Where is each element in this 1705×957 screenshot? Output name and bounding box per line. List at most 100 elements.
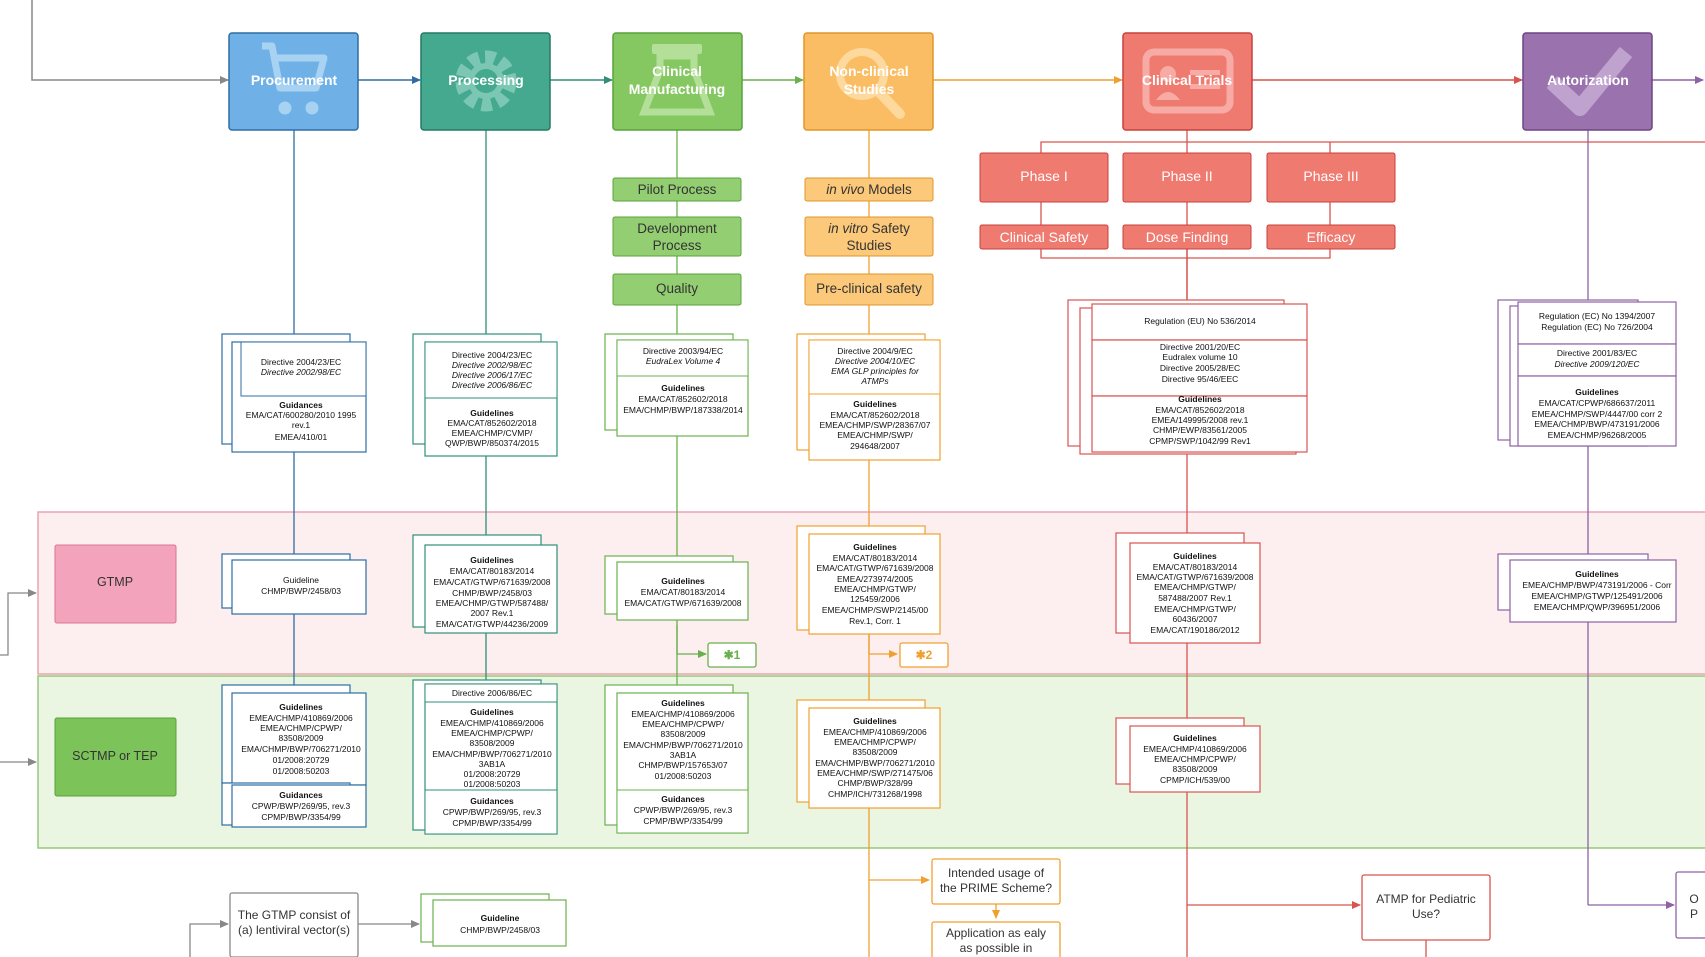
svg-text:Regulation (EC) No 726/2004: Regulation (EC) No 726/2004 [1541, 322, 1653, 332]
svg-text:Guidelines: Guidelines [853, 399, 897, 409]
note-prime-scheme[interactable]: Intended usage of the PRIME Scheme? [931, 858, 1061, 905]
stage-clinical-trials[interactable]: Clinical Trials [1122, 32, 1253, 131]
gtmp-doc-clinical-trials[interactable]: Guidelines EMA/CAT/80183/2014 EMA/CAT/GT… [1115, 532, 1261, 644]
svg-text:EMA/CAT/80183/2014: EMA/CAT/80183/2014 [833, 553, 918, 563]
step-pilot-process[interactable]: Pilot Process [612, 177, 742, 202]
gtmp-doc-clinical-manufacturing[interactable]: Guidelines EMA/CAT/80183/2014 EMA/CAT/GT… [604, 555, 749, 621]
step-in-vivo-models[interactable]: in vivo Models [804, 177, 934, 202]
note-application[interactable]: Application as ealy as possible in [931, 921, 1061, 957]
svg-text:3AB1A: 3AB1A [670, 750, 697, 760]
gear-icon [455, 50, 517, 112]
svg-text:Directive 2003/94/EC: Directive 2003/94/EC [643, 346, 723, 356]
svg-text:CPMP/ICH/539/00: CPMP/ICH/539/00 [1160, 775, 1230, 785]
svg-text:ATMP for Pediatric: ATMP for Pediatric [1376, 892, 1476, 906]
svg-text:EMEA/CHMP/CPWP/: EMEA/CHMP/CPWP/ [1154, 754, 1236, 764]
step-development-process[interactable]: Development Process [612, 216, 742, 257]
goal-dose-finding[interactable]: Dose Finding [1122, 224, 1252, 250]
svg-text:CPMP/SWP/1042/99 Rev1: CPMP/SWP/1042/99 Rev1 [1149, 436, 1251, 446]
svg-text:Guidelines: Guidelines [661, 698, 705, 708]
stage-non-clinical[interactable]: Non-clinical Studies [803, 32, 934, 131]
sctmp-doc-non-clinical[interactable]: Guidelines EMEA/CHMP/410869/2006 EMEA/CH… [796, 699, 941, 809]
stage-autorization[interactable]: Autorization [1522, 32, 1653, 131]
note-gtmp-consist[interactable]: The GTMP consist of (a) lentiviral vecto… [229, 892, 359, 957]
svg-text:01/2008:50203: 01/2008:50203 [273, 766, 330, 776]
svg-text:EMEA/CHMP/SWP/4447/00 corr 2: EMEA/CHMP/SWP/4447/00 corr 2 [1532, 409, 1663, 419]
svg-text:Directive 2002/98/EC: Directive 2002/98/EC [261, 367, 342, 377]
goal-efficacy[interactable]: Efficacy [1266, 224, 1396, 250]
svg-text:83508/2009: 83508/2009 [853, 747, 898, 757]
sctmp-doc-clinical-manufacturing[interactable]: Guidelines EMEA/CHMP/410869/2006 EMEA/CH… [604, 684, 749, 834]
doc-stack-procurement[interactable]: Directive 2004/23/EC Directive 2002/98/E… [221, 333, 367, 453]
note-lentiviral-guideline[interactable]: Guideline CHMP/BWP/2458/03 [420, 893, 567, 947]
svg-text:125459/2006: 125459/2006 [850, 594, 900, 604]
svg-text:EMEA/CHMP/BWP/473191/2006: EMEA/CHMP/BWP/473191/2006 [1534, 419, 1659, 429]
note-pediatric[interactable]: ATMP for Pediatric Use? [1361, 874, 1491, 941]
svg-text:Development: Development [637, 221, 717, 236]
svg-text:CPWP/BWP/269/95, rev.3: CPWP/BWP/269/95, rev.3 [634, 805, 733, 815]
category-sctmp[interactable]: SCTMP or TEP [54, 717, 177, 797]
step-quality[interactable]: Quality [612, 273, 742, 306]
category-gtmp[interactable]: GTMP [54, 544, 177, 624]
doc-stack-autorization[interactable]: Regulation (EC) No 1394/2007 Regulation … [1497, 299, 1677, 447]
svg-text:CHMP/EWP/83561/2005: CHMP/EWP/83561/2005 [1153, 425, 1247, 435]
phase-1[interactable]: Phase I [979, 152, 1109, 203]
svg-text:83508/2009: 83508/2009 [470, 738, 515, 748]
svg-text:3AB1A: 3AB1A [479, 759, 506, 769]
svg-text:QWP/BWP/850374/2015: QWP/BWP/850374/2015 [445, 438, 539, 448]
phase-3[interactable]: Phase III [1266, 152, 1396, 203]
svg-text:CPWP/BWP/269/95, rev.3: CPWP/BWP/269/95, rev.3 [443, 807, 542, 817]
svg-text:Guidelines: Guidelines [470, 707, 514, 717]
svg-text:EMEA/CHMP/GTWP/: EMEA/CHMP/GTWP/ [834, 584, 916, 594]
svg-text:EMEA/CHMP/GTWP/587488/: EMEA/CHMP/GTWP/587488/ [436, 598, 549, 608]
svg-text:EMEA/CHMP/410869/2006: EMEA/CHMP/410869/2006 [823, 727, 927, 737]
svg-text:EMEA/CHMP/GTWP/: EMEA/CHMP/GTWP/ [1154, 582, 1236, 592]
svg-text:Phase I: Phase I [1020, 168, 1067, 184]
svg-text:EMEA/CHMP/CPWP/: EMEA/CHMP/CPWP/ [642, 719, 724, 729]
svg-text:EMEA/CHMP/CVMP/: EMEA/CHMP/CVMP/ [452, 428, 533, 438]
step-preclinical-safety[interactable]: Pre-clinical safety [804, 273, 934, 306]
sctmp-doc-processing[interactable]: Directive 2006/86/EC Guidelines EMEA/CHM… [412, 679, 558, 835]
svg-text:EMEA/CHMP/CPWP/: EMEA/CHMP/CPWP/ [260, 723, 342, 733]
svg-text:Clinical Safety: Clinical Safety [1000, 229, 1089, 245]
gtmp-consist-arrow [189, 920, 229, 957]
svg-text:Directive 2004/9/EC: Directive 2004/9/EC [837, 346, 913, 356]
stage-title: Autorization [1547, 72, 1629, 88]
svg-text:83508/2009: 83508/2009 [661, 729, 706, 739]
svg-text:01/2008:20729: 01/2008:20729 [273, 755, 330, 765]
svg-text:CHMP/BWP/328/99: CHMP/BWP/328/99 [837, 778, 912, 788]
doc-stack-processing[interactable]: Directive 2004/23/EC Directive 2002/98/E… [412, 333, 558, 457]
goal-clinical-safety[interactable]: Clinical Safety [979, 224, 1109, 250]
stage-clinical-manufacturing[interactable]: Clinical Manufacturing [612, 32, 743, 131]
gtmp-doc-processing[interactable]: Guidelines EMA/CAT/80183/2014 EMA/CAT/GT… [412, 534, 558, 634]
svg-text:CHMP/BWP/157653/07: CHMP/BWP/157653/07 [638, 760, 728, 770]
gtmp-doc-non-clinical[interactable]: Guidelines EMA/CAT/80183/2014 EMA/CAT/GT… [796, 525, 941, 635]
ref-badge-2[interactable]: ✱2 [899, 642, 949, 668]
svg-text:CHMP/BWP/2458/03: CHMP/BWP/2458/03 [452, 588, 532, 598]
note-edge-partial[interactable]: O P [1675, 871, 1705, 939]
stage-procurement[interactable]: Procurement [228, 32, 359, 131]
svg-text:EMA/CHMP/BWP/706271/2010: EMA/CHMP/BWP/706271/2010 [241, 744, 361, 754]
svg-text:Rev.1, Corr. 1: Rev.1, Corr. 1 [849, 616, 901, 626]
svg-text:Intended usage of: Intended usage of [948, 866, 1045, 880]
svg-text:EudraLex Volume 4: EudraLex Volume 4 [646, 356, 721, 366]
sctmp-doc-procurement[interactable]: Guidelines EMEA/CHMP/410869/2006 EMEA/CH… [221, 684, 367, 828]
svg-text:Directive 2001/83/EC: Directive 2001/83/EC [1557, 348, 1637, 358]
svg-text:60436/2007: 60436/2007 [1173, 614, 1218, 624]
gtmp-doc-autorization[interactable]: Guidelines EMEA/CHMP/BWP/473191/2006 - C… [1497, 553, 1677, 623]
step-in-vitro-safety[interactable]: in vitro Safety Studies [804, 216, 934, 257]
sctmp-doc-clinical-trials[interactable]: Guidelines EMEA/CHMP/410869/2006 EMEA/CH… [1115, 717, 1261, 793]
stage-title: Processing [448, 72, 523, 88]
gtmp-doc-procurement[interactable]: Guideline CHMP/BWP/2458/03 [221, 553, 367, 615]
stage-processing[interactable]: Processing [420, 32, 551, 131]
doc-stack-non-clinical[interactable]: Directive 2004/9/EC Directive 2004/10/EC… [796, 333, 941, 461]
svg-text:CHMP/BWP/2458/03: CHMP/BWP/2458/03 [460, 925, 540, 935]
svg-text:EMA GLP principles for: EMA GLP principles for [831, 366, 920, 376]
doc-stack-clinical-trials[interactable]: Regulation (EU) No 536/2014 Directive 20… [1067, 299, 1308, 455]
svg-text:Regulation (EC) No 1394/2007: Regulation (EC) No 1394/2007 [1539, 311, 1656, 321]
svg-text:EMA/CAT/GTWP/671639/2008: EMA/CAT/GTWP/671639/2008 [624, 598, 741, 608]
ref-badge-1[interactable]: ✱1 [707, 642, 757, 668]
svg-text:Directive 2004/10/EC: Directive 2004/10/EC [835, 356, 916, 366]
phase-2[interactable]: Phase II [1122, 152, 1252, 203]
doc-stack-clinical-manufacturing[interactable]: Directive 2003/94/EC EudraLex Volume 4 G… [604, 333, 749, 437]
